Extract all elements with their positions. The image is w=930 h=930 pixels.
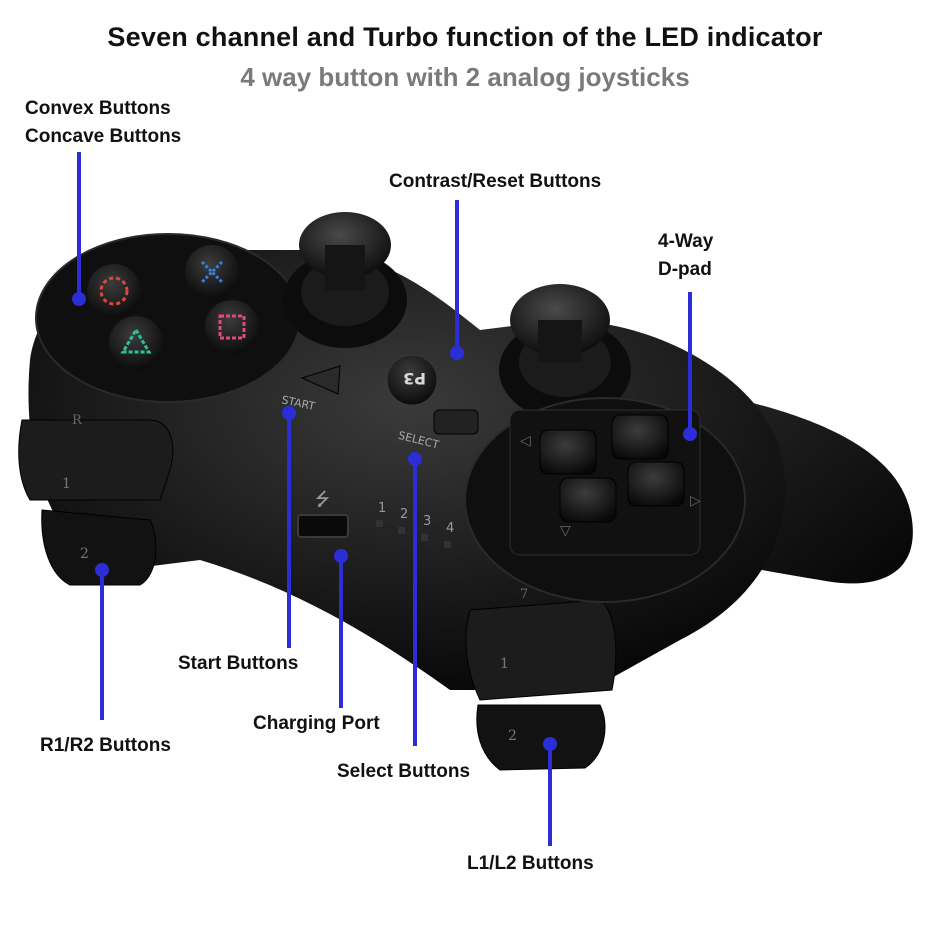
label-dpad-line2: D-pad — [658, 259, 712, 280]
marker-l1l2 — [543, 737, 557, 751]
home-button — [386, 354, 438, 406]
label-dpad-line1: 4-Way — [658, 231, 714, 252]
marker-dpad — [683, 427, 697, 441]
page-title: Seven channel and Turbo function of the … — [107, 22, 823, 52]
marker-charging — [334, 549, 348, 563]
label-r1r2-buttons: R1/R2 Buttons — [40, 735, 171, 756]
leader-charging — [339, 558, 343, 708]
select-button-shape — [433, 409, 479, 435]
dpad — [539, 414, 685, 523]
marker-r1r2 — [95, 563, 109, 577]
svg-text:▽: ▽ — [560, 523, 571, 539]
marker-start — [282, 406, 296, 420]
svg-text:◁: ◁ — [520, 433, 531, 449]
cross-button — [185, 245, 239, 299]
leader-contrast-reset — [455, 200, 459, 350]
leader-start — [287, 416, 291, 648]
leader-l1l2 — [548, 746, 552, 846]
svg-text:2: 2 — [400, 507, 408, 522]
l2-button — [476, 704, 606, 771]
svg-text:R: R — [72, 413, 83, 428]
leader-dpad — [688, 292, 692, 434]
r2-print: 2 — [80, 546, 89, 562]
marker-contrast-reset — [450, 346, 464, 360]
label-contrast-reset: Contrast/Reset Buttons — [389, 171, 602, 192]
leader-face-buttons — [77, 152, 81, 297]
svg-text:7: 7 — [520, 587, 528, 602]
start-button — [300, 365, 341, 395]
l2-print: 2 — [508, 728, 517, 744]
leader-select — [413, 462, 417, 746]
l1-print: 1 — [500, 656, 509, 672]
label-select-buttons: Select Buttons — [337, 761, 471, 782]
triangle-button — [109, 316, 163, 370]
square-button — [205, 300, 259, 354]
circle-button — [87, 264, 141, 318]
page-subtitle: 4 way button with 2 analog joysticks — [240, 62, 690, 92]
svg-text:4: 4 — [446, 521, 454, 536]
r1-print: 1 — [62, 476, 71, 492]
svg-text:▷: ▷ — [690, 493, 701, 509]
usb-symbol: ⭍ — [315, 489, 330, 510]
svg-text:3: 3 — [423, 514, 431, 529]
led-indicators: 1 2 3 4 — [376, 501, 454, 548]
leader-r1r2 — [100, 572, 104, 720]
label-l1l2-buttons: L1/L2 Buttons — [467, 853, 594, 874]
marker-face-buttons — [72, 292, 86, 306]
label-charging-port: Charging Port — [253, 713, 380, 734]
usb-port — [297, 514, 349, 538]
label-start-buttons: Start Buttons — [178, 653, 299, 674]
logo-print: P3 — [403, 369, 426, 388]
svg-text:1: 1 — [378, 501, 386, 516]
l1-button — [465, 599, 617, 701]
label-concave-buttons: Concave Buttons — [25, 126, 182, 147]
label-convex-buttons: Convex Buttons — [25, 98, 171, 119]
r1-button — [18, 419, 174, 501]
marker-select — [408, 452, 422, 466]
r2-button — [41, 509, 157, 586]
